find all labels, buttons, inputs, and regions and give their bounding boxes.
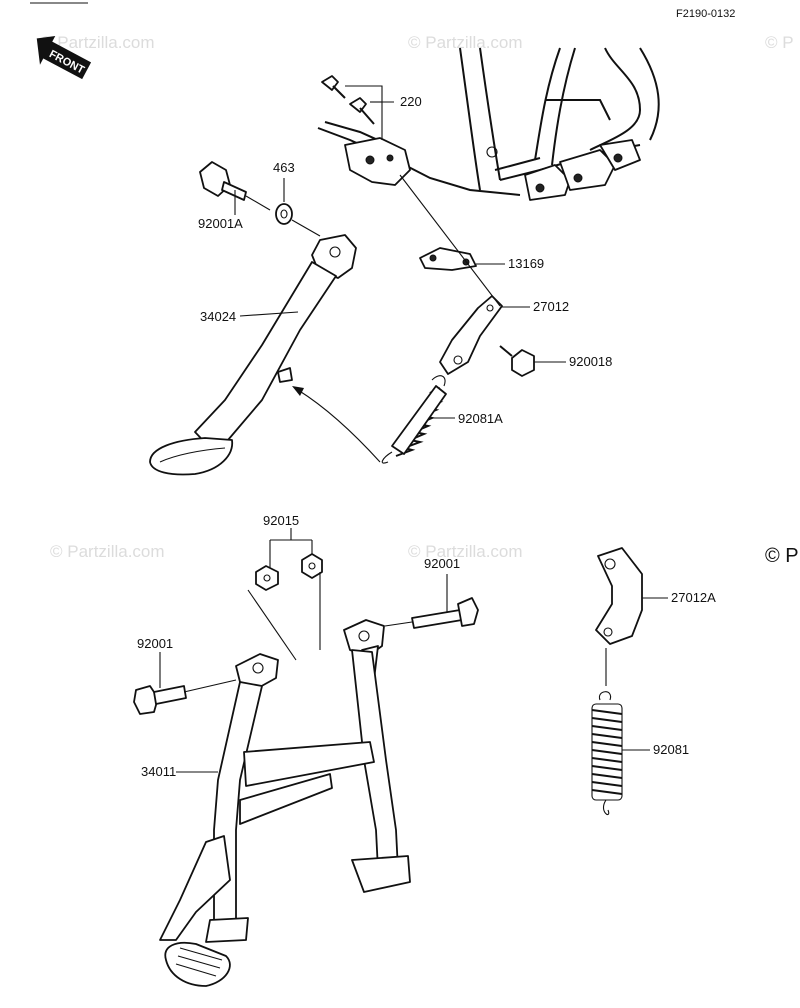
watermark: © Partzilla.com bbox=[408, 542, 523, 561]
label-92081: 92081 bbox=[653, 742, 689, 757]
label-27012A: 27012A bbox=[671, 590, 716, 605]
bolt-92001-left bbox=[133, 652, 237, 715]
watermark: © Partzilla.com bbox=[40, 33, 155, 52]
label-34011: 34011 bbox=[141, 764, 176, 779]
bolt-92001A bbox=[199, 161, 271, 215]
label-92081A: 92081A bbox=[458, 411, 503, 426]
bolt-920018 bbox=[499, 345, 566, 377]
bracket-27012A bbox=[595, 547, 668, 686]
washer-463 bbox=[275, 178, 321, 237]
label-27012: 27012 bbox=[533, 299, 569, 314]
nuts-92015 bbox=[247, 528, 323, 661]
spring-92081 bbox=[591, 691, 650, 815]
arrow-head-icon bbox=[292, 386, 304, 396]
watermark: © P bbox=[765, 545, 799, 567]
bolt-92001-right bbox=[384, 574, 479, 629]
bolt-220 bbox=[321, 75, 394, 140]
label-13169: 13169 bbox=[508, 256, 544, 271]
label-92001-right: 92001 bbox=[424, 556, 460, 571]
center-stand-34011 bbox=[159, 619, 411, 987]
label-34024: 34024 bbox=[200, 309, 236, 324]
spring-92081A bbox=[381, 375, 455, 464]
label-220: 220 bbox=[400, 94, 422, 109]
frame-illustration bbox=[317, 47, 660, 201]
label-92015: 92015 bbox=[263, 513, 299, 528]
side-stand-34024 bbox=[149, 234, 357, 476]
reference-code: F2190-0132 bbox=[676, 8, 735, 20]
label-463: 463 bbox=[273, 160, 295, 175]
plate-13169 bbox=[419, 247, 505, 271]
arrow-line bbox=[297, 389, 381, 463]
label-920018: 920018 bbox=[569, 354, 612, 369]
leader-line bbox=[399, 174, 501, 307]
watermark: © Partzilla.com bbox=[408, 33, 523, 52]
label-92001-left: 92001 bbox=[137, 636, 173, 651]
label-92001A: 92001A bbox=[198, 216, 243, 231]
watermark: © P bbox=[765, 33, 794, 52]
watermark: © Partzilla.com bbox=[50, 542, 165, 561]
